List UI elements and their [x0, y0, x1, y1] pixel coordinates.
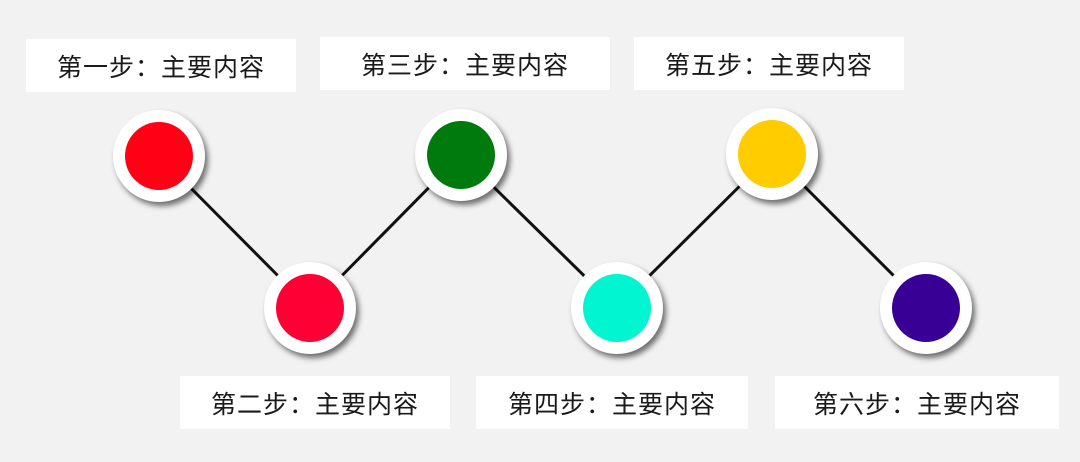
- step-6-node: [880, 262, 972, 354]
- step-5-node: [726, 108, 818, 200]
- step-6-label: 第六步：主要内容: [775, 376, 1059, 429]
- step-5-dot: [738, 120, 806, 188]
- step-4-dot: [583, 274, 651, 342]
- step-2-label: 第二步：主要内容: [180, 376, 450, 429]
- step-4-label: 第四步：主要内容: [476, 376, 748, 429]
- step-1-node: [113, 110, 205, 202]
- step-1-label: 第一步：主要内容: [26, 39, 296, 92]
- step-2-node: [264, 262, 356, 354]
- step-3-label: 第三步：主要内容: [320, 37, 610, 90]
- step-2-dot: [276, 274, 344, 342]
- step-1-dot: [125, 122, 193, 190]
- step-3-dot: [427, 121, 495, 189]
- step-3-node: [415, 109, 507, 201]
- step-5-label: 第五步：主要内容: [634, 37, 904, 90]
- step-6-dot: [892, 274, 960, 342]
- step-4-node: [571, 262, 663, 354]
